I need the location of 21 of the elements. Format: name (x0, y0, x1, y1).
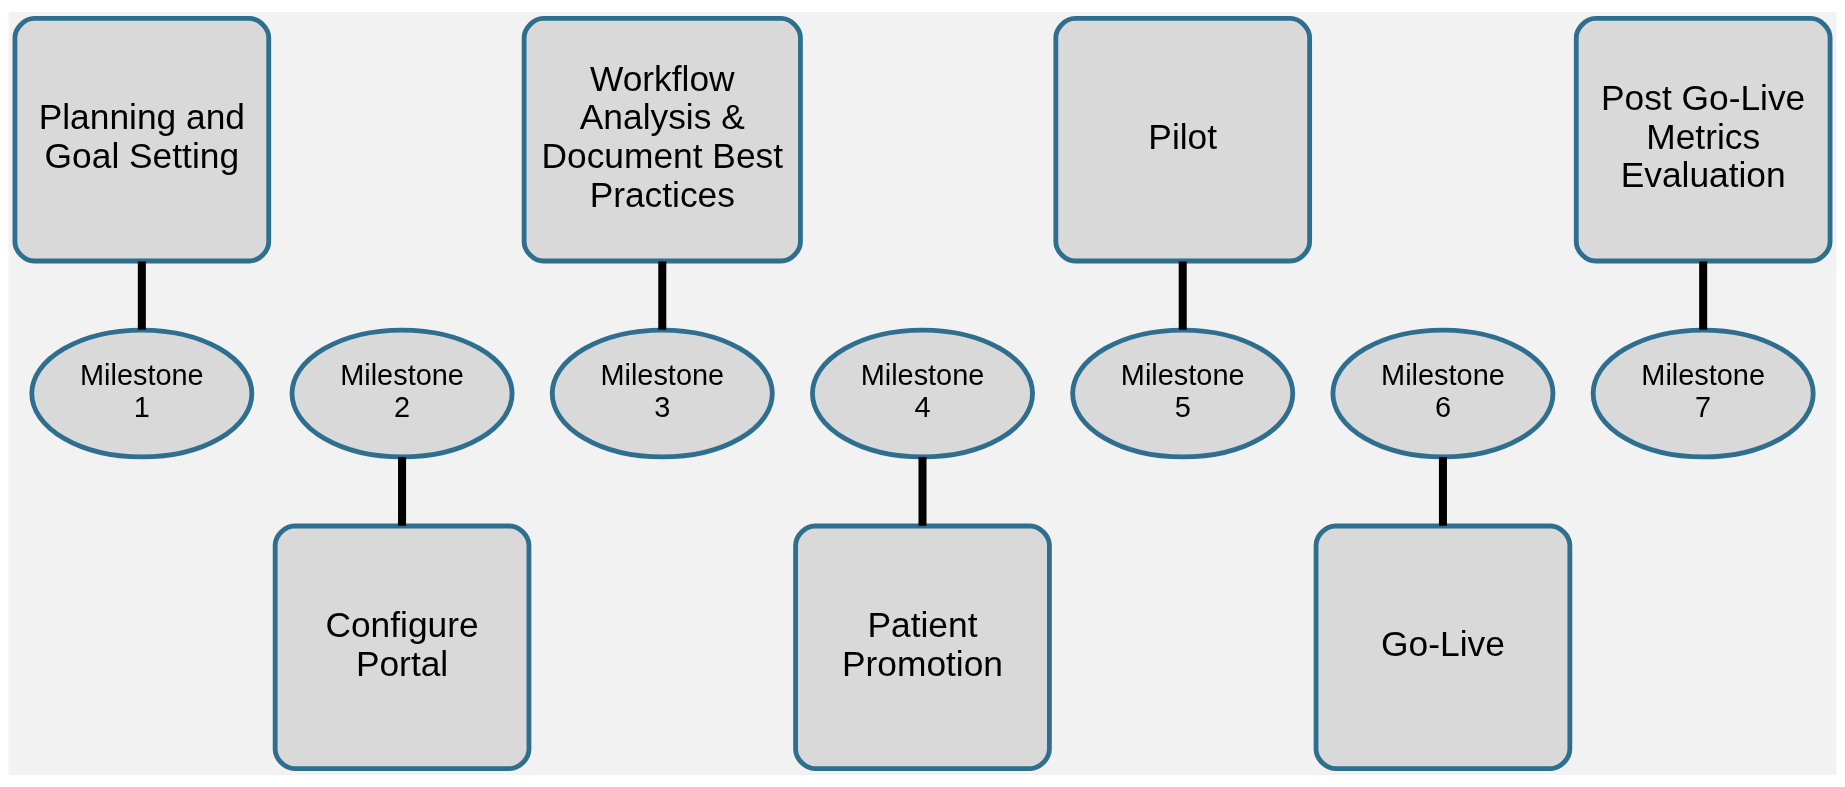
node-ellipse: Milestone 4 (810, 327, 1035, 460)
node-ellipse: Milestone 3 (549, 327, 775, 460)
node-box: Patient Promotion (793, 523, 1052, 771)
node-box: Planning and Goal Setting (12, 16, 272, 264)
node-ellipse: Milestone 7 (1590, 327, 1816, 460)
node-box: Pilot (1053, 16, 1313, 264)
connector (1438, 457, 1447, 526)
node-ellipse: Milestone 1 (29, 327, 255, 460)
node-ellipse: Milestone 2 (289, 327, 515, 460)
connector (1178, 261, 1187, 330)
node-box: Configure Portal (272, 523, 532, 771)
connector (1699, 261, 1708, 330)
connector (398, 457, 407, 526)
connector (137, 261, 146, 330)
node-ellipse: Milestone 5 (1070, 327, 1296, 460)
node-box: Post Go-Live Metrics Evaluation (1573, 16, 1833, 264)
node-box: Workflow Analysis & Document Best Practices (521, 16, 803, 264)
connector (658, 261, 667, 330)
node-box: Go-Live (1313, 523, 1573, 771)
connector (918, 457, 927, 526)
node-ellipse: Milestone 6 (1330, 327, 1556, 460)
